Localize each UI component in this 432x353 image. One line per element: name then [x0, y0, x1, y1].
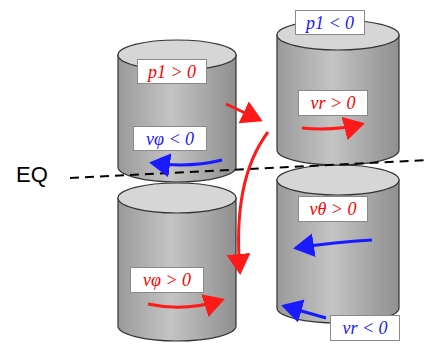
value-label: p1 < 0	[306, 14, 354, 32]
value-box: vr > 0	[298, 90, 368, 116]
value-box: p1 < 0	[295, 10, 365, 35]
value-box: vθ > 0	[298, 196, 368, 222]
cylinder	[277, 165, 399, 323]
flow-arrow	[239, 132, 268, 272]
cylinder	[118, 183, 236, 341]
flow-arrow	[148, 300, 222, 307]
flow-arrow	[296, 240, 372, 248]
value-label: vφ < 0	[146, 130, 194, 148]
value-label: vφ > 0	[143, 271, 191, 289]
value-label: vθ > 0	[310, 200, 357, 218]
flow-arrow	[302, 124, 362, 129]
value-box: vφ < 0	[133, 126, 207, 151]
value-label: p1 > 0	[148, 63, 196, 81]
value-box: p1 > 0	[137, 59, 207, 84]
value-label: vr > 0	[310, 94, 355, 112]
equator-label: EQ	[16, 162, 48, 188]
cylinder	[277, 20, 399, 165]
value-box: vr < 0	[330, 315, 400, 341]
cylinder	[118, 40, 236, 182]
value-box: vφ > 0	[130, 267, 204, 293]
value-label: vr < 0	[342, 319, 387, 337]
flow-arrow	[284, 306, 326, 318]
flow-arrow	[226, 104, 260, 120]
flow-arrow	[152, 160, 222, 165]
